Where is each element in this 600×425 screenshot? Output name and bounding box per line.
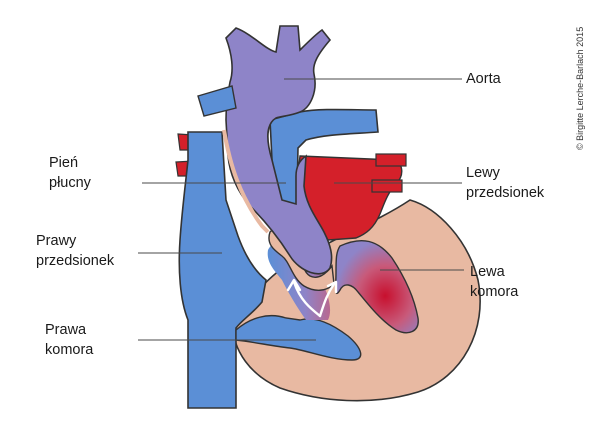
right-atrium-vena-cava xyxy=(178,131,267,409)
leader-lines xyxy=(138,78,464,341)
shunt-flow-arrows xyxy=(286,278,338,318)
label-left-atrium: Lewy przedsionek xyxy=(466,165,545,201)
label-left-ventricle: Lewa komora xyxy=(470,264,519,300)
pulmonary-vein-right-upper xyxy=(375,153,407,167)
label-right-ventricle: Prawa komora xyxy=(45,322,94,358)
left-ventricle-cavity xyxy=(334,239,419,334)
copyright-credit: © Birgitte Lerche-Barlach 2015 xyxy=(575,26,585,150)
right-ventricle xyxy=(235,314,362,361)
label-right-atrium: Prawy przedsionek xyxy=(36,233,115,269)
label-aorta: Aorta xyxy=(466,71,501,87)
label-pulmonary-trunk: Pień płucny xyxy=(49,155,91,191)
brachiocephalic-vein xyxy=(197,85,237,117)
left-atrium xyxy=(295,155,403,241)
aorta xyxy=(225,25,333,275)
pulmonary-vein-right-lower xyxy=(371,179,403,193)
vessel-wall-strip xyxy=(222,129,270,234)
pulmonary-trunk xyxy=(269,108,379,246)
